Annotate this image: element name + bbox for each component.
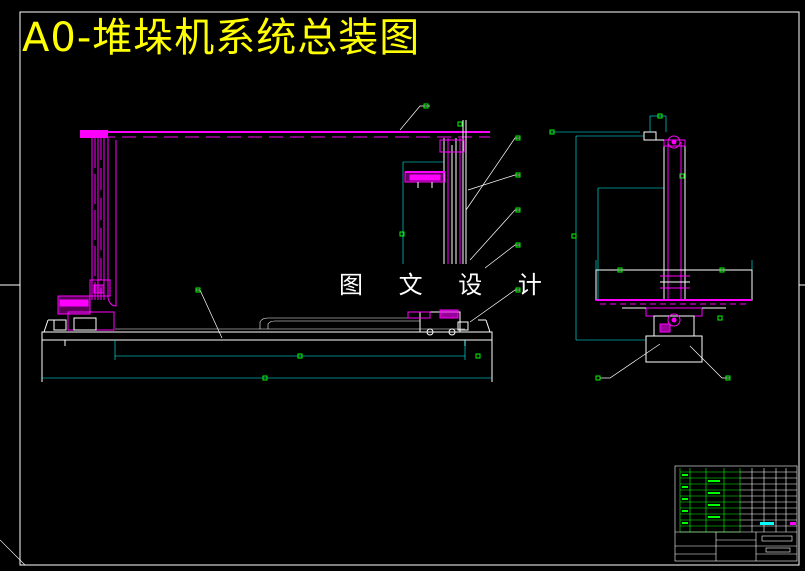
left-drive-unit: [53, 279, 115, 331]
side-leader-lines: [600, 343, 730, 379]
drawing-title: A0-堆垛机系统总装图: [22, 15, 421, 61]
top-beam: [80, 130, 490, 138]
front-view: [41, 103, 521, 382]
left-mast: [91, 138, 117, 307]
right-travel-car: [407, 309, 469, 336]
side-cargo-platform: [595, 269, 753, 305]
front-leader-lines: [196, 105, 520, 339]
title-block-fills: [682, 474, 796, 553]
title-block: [674, 465, 798, 562]
fork-platform: [404, 171, 446, 188]
side-mast: [663, 139, 686, 300]
side-view: [549, 113, 753, 381]
rail-top-line: [115, 317, 465, 330]
side-dimensions: [550, 115, 753, 341]
drawing-border: [0, 11, 805, 566]
side-lower-drive: [622, 307, 726, 363]
right-column: [439, 120, 467, 264]
parts-list-grid: [679, 468, 741, 533]
title-block-grid: [675, 468, 797, 561]
front-callout-markers: [195, 103, 521, 381]
watermark-text: 图 文 设 计: [339, 271, 556, 299]
side-callout-markers: [549, 113, 731, 381]
